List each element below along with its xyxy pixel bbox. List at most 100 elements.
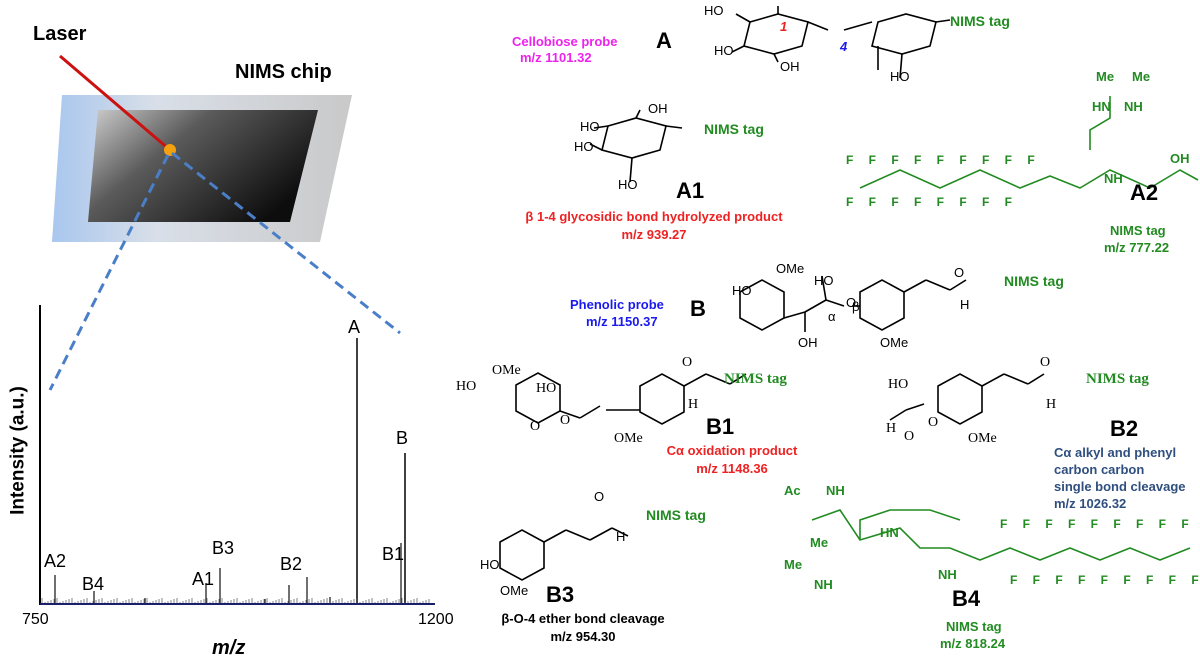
b2-o-aldehyde: O bbox=[904, 429, 915, 444]
b3-caption-2: m/z 954.30 bbox=[550, 629, 616, 644]
peak-label-b: B bbox=[396, 428, 409, 448]
peak-label-b2: B2 bbox=[280, 554, 303, 574]
laser-label: Laser bbox=[33, 23, 87, 45]
cellobiose-nims-tag: NIMS tag bbox=[950, 13, 1010, 29]
b2-o-ether: O bbox=[928, 415, 939, 430]
b3-ome: OMe bbox=[500, 583, 529, 598]
phenolic-probe-mz: m/z 1150.37 bbox=[586, 314, 658, 329]
phenolic-o-carbonyl: O bbox=[954, 265, 965, 280]
b1-structure bbox=[515, 372, 747, 425]
b1-o-ether: O bbox=[560, 413, 571, 428]
b1-nims-tag: NIMS tag bbox=[724, 371, 787, 387]
phenolic-ho-2: HO bbox=[814, 273, 834, 288]
phenolic-o: O bbox=[846, 295, 857, 310]
b4-me-2: Me bbox=[784, 557, 803, 572]
b2-nims-tag: NIMS tag bbox=[1086, 371, 1149, 387]
b2-caption-4: m/z 1026.32 bbox=[1054, 496, 1127, 511]
peak-label-a2: A2 bbox=[44, 551, 67, 571]
b2-ho: HO bbox=[888, 377, 909, 392]
y-axis-label: Intensity (a.u.) bbox=[7, 386, 29, 515]
a2-caption-2: m/z 777.22 bbox=[1104, 240, 1170, 255]
b4-hn: HN bbox=[880, 525, 899, 540]
b1-caption-1: Cα oxidation product bbox=[666, 443, 798, 458]
phenolic-ome-1: OMe bbox=[776, 261, 805, 276]
x-axis-min-label: 750 bbox=[22, 611, 49, 628]
cellobiose-ho-2: HO bbox=[714, 43, 734, 58]
b4-nh-2: NH bbox=[814, 577, 833, 592]
a2-letter: A2 bbox=[1130, 180, 1159, 205]
a1-structure bbox=[589, 109, 683, 183]
a1-caption-2: m/z 939.27 bbox=[621, 227, 687, 242]
b3-nims-tag: NIMS tag bbox=[646, 507, 706, 523]
zoom-line-left bbox=[48, 154, 170, 391]
a1-oh: OH bbox=[648, 101, 668, 116]
b1-ome-1: OMe bbox=[492, 363, 521, 378]
b1-ho-1: HO bbox=[456, 379, 477, 394]
b1-letter: B1 bbox=[706, 414, 735, 439]
a2-hn: HN bbox=[1092, 99, 1111, 114]
a1-ho-3: HO bbox=[618, 177, 638, 192]
b4-ac: Ac bbox=[784, 483, 801, 498]
phenolic-ho-1: HO bbox=[732, 283, 752, 298]
b2-letter: B2 bbox=[1110, 416, 1139, 441]
a2-nh-2: NH bbox=[1104, 171, 1123, 186]
b3-o-amide: O bbox=[594, 489, 605, 504]
phenolic-beta: β bbox=[852, 299, 860, 314]
chip-and-spectrum-graphic bbox=[39, 54, 435, 605]
phenolic-probe-label: Phenolic probe bbox=[570, 297, 664, 312]
x-axis-max-label: 1200 bbox=[418, 611, 454, 628]
b1-ome-2: OMe bbox=[614, 431, 643, 446]
b2-structure bbox=[889, 373, 1045, 425]
a1-letter: A1 bbox=[676, 178, 705, 203]
b3-ho: HO bbox=[480, 557, 500, 572]
a2-me-2: Me bbox=[1132, 69, 1151, 84]
b2-h: H bbox=[886, 421, 897, 436]
a2-chain bbox=[859, 96, 1199, 189]
a2-me-1: Me bbox=[1096, 69, 1115, 84]
phenolic-alpha: α bbox=[828, 309, 836, 324]
peak-label-b3: B3 bbox=[212, 538, 235, 558]
cellobiose-oh-1: OH bbox=[780, 59, 800, 74]
a1-nims-tag: NIMS tag bbox=[704, 121, 764, 137]
phenolic-ome-2: OMe bbox=[880, 335, 909, 350]
zoom-line-right bbox=[171, 151, 401, 335]
b3-h: H bbox=[616, 529, 626, 544]
b1-o-carbonyl: O bbox=[530, 419, 541, 434]
b1-o-amide: O bbox=[682, 355, 693, 370]
b2-ome: OMe bbox=[968, 431, 997, 446]
x-axis-label: m/z bbox=[212, 637, 246, 659]
cellobiose-ho-1: HO bbox=[704, 3, 724, 18]
phenolic-h: H bbox=[960, 297, 970, 312]
peak-label-a: A bbox=[348, 317, 361, 337]
a1-caption-1: β 1-4 glycosidic bond hydrolyzed product bbox=[525, 209, 783, 224]
b1-caption-2: m/z 1148.36 bbox=[696, 461, 768, 476]
b1-h: H bbox=[688, 397, 699, 412]
b4-caption-2: m/z 818.24 bbox=[940, 636, 1006, 651]
a2-oh: OH bbox=[1170, 151, 1190, 166]
cellobiose-letter: A bbox=[656, 28, 672, 53]
phenolic-letter: B bbox=[690, 296, 706, 321]
phenolic-nims-tag: NIMS tag bbox=[1004, 273, 1064, 289]
b2-h-amide: H bbox=[1046, 397, 1057, 412]
peak-label-b1: B1 bbox=[382, 544, 405, 564]
cellobiose-structure bbox=[731, 6, 951, 79]
a2-fluorines-top: F F F F F F F F F bbox=[846, 153, 1041, 167]
b2-caption-1: Cα alkyl and phenyl bbox=[1054, 445, 1177, 460]
structures-graphic bbox=[499, 6, 1199, 581]
cellobiose-ho-3: HO bbox=[890, 69, 910, 84]
spectrum-peaks bbox=[41, 338, 430, 603]
b4-nh-3: NH bbox=[938, 567, 957, 582]
cellobiose-probe-mz: m/z 1101.32 bbox=[520, 50, 592, 65]
b3-letter: B3 bbox=[546, 582, 575, 607]
b4-me-1: Me bbox=[810, 535, 829, 550]
cellobiose-position-4: 4 bbox=[840, 39, 848, 54]
a2-fluorines-bottom: F F F F F F F F bbox=[846, 195, 1018, 209]
cellobiose-probe-label: Cellobiose probe bbox=[512, 34, 618, 49]
peak-label-b4: B4 bbox=[82, 574, 105, 594]
a1-ho-2: HO bbox=[574, 139, 594, 154]
b4-fluorines-top: F F F F F F F F F bbox=[1000, 517, 1195, 531]
b1-ho-2: HO bbox=[536, 381, 557, 396]
b2-caption-3: single bond cleavage bbox=[1054, 479, 1186, 494]
a2-nh-1: NH bbox=[1124, 99, 1143, 114]
